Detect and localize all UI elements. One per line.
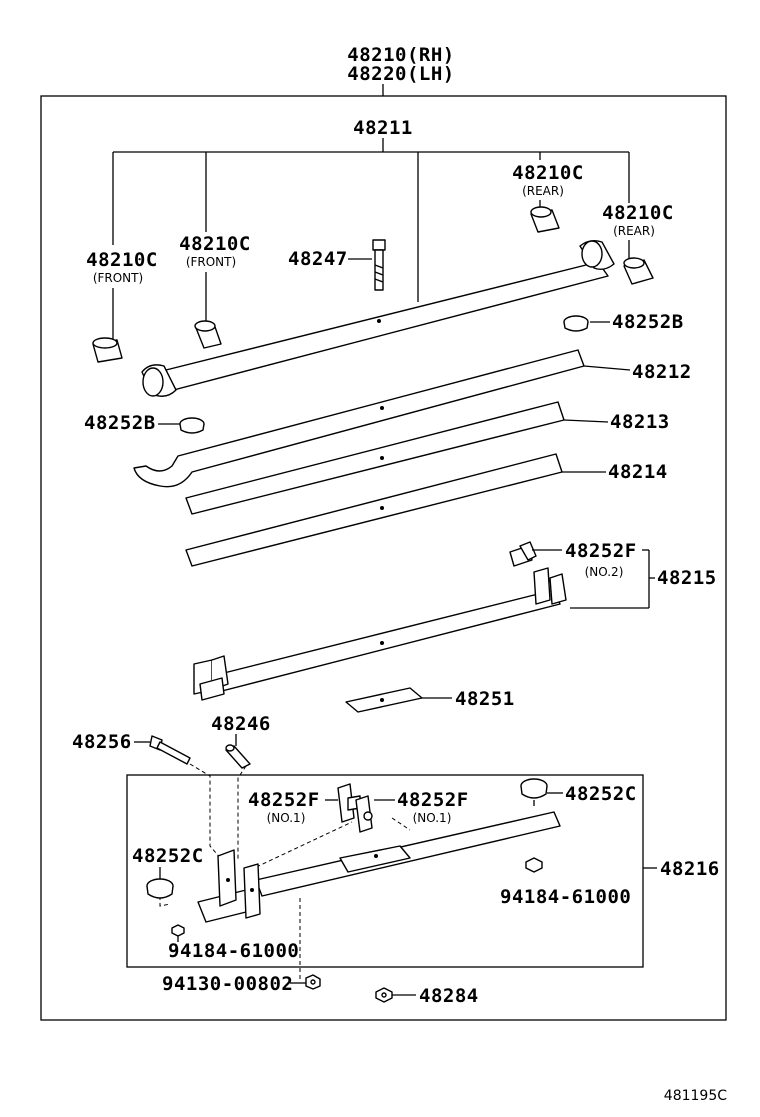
diagram-reference: 481195C: [664, 1088, 727, 1104]
part-label-48252b-left: 48252B: [84, 412, 156, 434]
main-leaf-48211: [141, 239, 615, 397]
bushing-front-right: [194, 320, 222, 349]
part-label-48256: 48256: [72, 731, 132, 753]
nut-94184-right: [525, 857, 543, 873]
part-label-94184-left: 94184-61000: [168, 940, 299, 962]
bushing-rear-lower: [623, 257, 654, 285]
part-label-48252f-no1-right: 48252F: [397, 789, 469, 811]
leaf-48216: [197, 811, 561, 923]
rubber-pad-48252b-right: [563, 315, 589, 332]
part-label-48252c-left: 48252C: [132, 845, 204, 867]
stopper-48252c-left: [146, 878, 174, 899]
assembly-number-lh: 48220(LH): [347, 63, 454, 85]
rear-note-lower: (REAR): [613, 224, 655, 238]
clip-48252f-no1-right: [355, 795, 373, 833]
nut-94184-left: [171, 924, 185, 937]
center-bolt-48247: [372, 239, 386, 291]
part-label-94130: 94130-00802: [162, 973, 293, 995]
no2-note: (NO.2): [585, 565, 624, 579]
nut-94130: [305, 974, 321, 990]
part-label-48252c-right: 48252C: [565, 783, 637, 805]
nut-48284: [375, 987, 393, 1003]
pin-48246: [225, 744, 251, 769]
bushing-front-left: [92, 337, 123, 363]
front-note-right: (FRONT): [186, 255, 236, 269]
rear-note-upper: (REAR): [522, 184, 564, 198]
clip-48252f-no2: [509, 541, 537, 567]
part-label-48210c-rear-lower: 48210C: [602, 202, 674, 224]
assembly-number-rh: 48210(RH): [347, 44, 454, 66]
part-label-48214: 48214: [608, 461, 668, 483]
stopper-48252c-right: [520, 778, 548, 806]
part-label-94184-right: 94184-61000: [500, 886, 631, 908]
part-label-48252f-no2: 48252F: [565, 540, 637, 562]
part-label-48210c-front-left: 48210C: [86, 249, 158, 271]
rubber-pad-48252b-left: [179, 417, 205, 434]
leaf-48214: [185, 453, 563, 567]
pad-48251: [345, 687, 423, 713]
part-label-48247: 48247: [288, 248, 348, 270]
part-label-48210c-front-right: 48210C: [179, 233, 251, 255]
front-note-left: (FRONT): [93, 271, 143, 285]
part-label-48252b-right: 48252B: [612, 311, 684, 333]
part-label-48212: 48212: [632, 361, 692, 383]
leaf-48215: [193, 567, 567, 701]
part-label-48213: 48213: [610, 411, 670, 433]
part-label-48211: 48211: [353, 117, 413, 139]
no1-note-left: (NO.1): [267, 811, 306, 825]
part-label-48251: 48251: [455, 688, 515, 710]
part-label-48216: 48216: [660, 858, 720, 880]
inner-frame: [126, 774, 644, 968]
part-label-48252f-no1-left: 48252F: [248, 789, 320, 811]
bolt-48256: [149, 735, 191, 765]
bushing-rear-upper: [530, 206, 560, 233]
part-label-48210c-rear-upper: 48210C: [512, 162, 584, 184]
part-label-48284: 48284: [419, 985, 479, 1007]
leaf-48212: [133, 349, 585, 488]
part-label-48215: 48215: [657, 567, 717, 589]
no1-note-right: (NO.1): [413, 811, 452, 825]
part-label-48246: 48246: [211, 713, 271, 735]
